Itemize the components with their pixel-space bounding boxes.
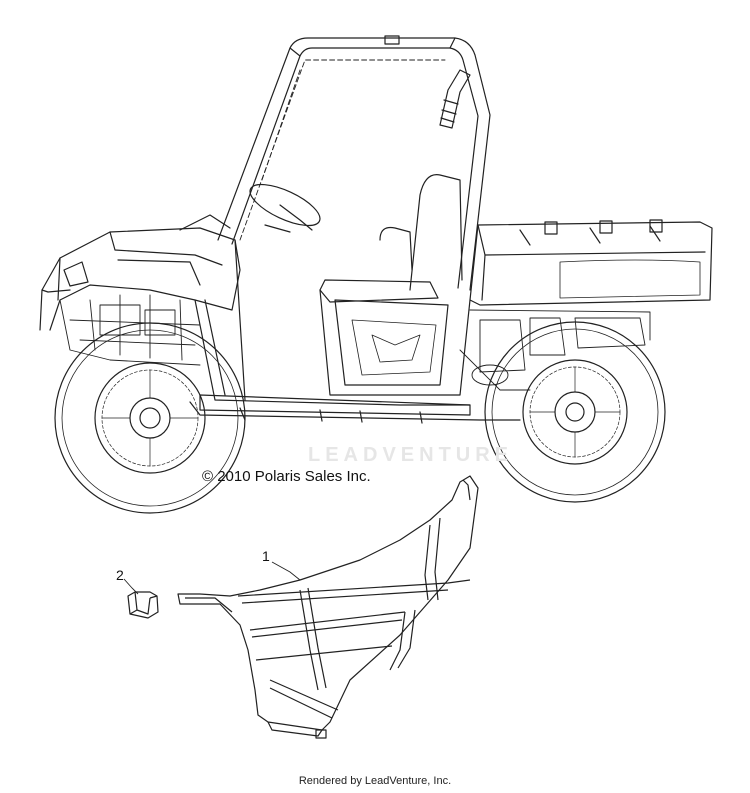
front-body	[39, 214, 241, 331]
leader-line-2	[123, 578, 139, 595]
front-frame	[59, 294, 201, 366]
cargo-bed	[469, 219, 713, 306]
front-wheel	[54, 322, 246, 514]
roll-cage	[217, 35, 491, 291]
cab-side	[194, 239, 471, 416]
door-frame-part	[177, 475, 479, 739]
leader-lines	[123, 561, 301, 595]
callout-label-1: 1	[262, 548, 270, 564]
rear-wheel	[484, 321, 666, 503]
rear-frame	[459, 309, 651, 391]
callout-label-2: 2	[116, 567, 124, 583]
clip-part	[127, 591, 159, 619]
windshield	[239, 59, 446, 241]
watermark: LEADVENTURE	[308, 444, 514, 466]
leader-line-1	[271, 561, 301, 581]
copyright-notice: © 2010 Polaris Sales Inc.	[202, 468, 371, 485]
rendered-by-footer: Rendered by LeadVenture, Inc.	[298, 775, 452, 787]
seat	[319, 174, 463, 303]
frame-rail	[189, 401, 521, 424]
steering-wheel	[249, 183, 321, 233]
